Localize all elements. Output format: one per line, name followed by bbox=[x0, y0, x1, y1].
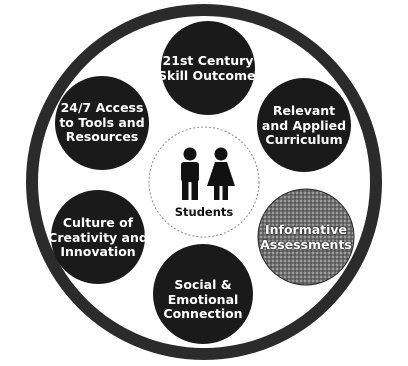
node-circle-social-emotional bbox=[153, 244, 253, 344]
node-label-skill-outcomes: 21st Century Skill Outcomes bbox=[158, 53, 263, 83]
node-circle-culture-creativity bbox=[51, 190, 145, 284]
node-label-line: Assessments bbox=[260, 236, 352, 252]
node-label-line: Informative bbox=[264, 222, 348, 237]
node-label-informative-assessments: Informative Assessments bbox=[256, 222, 356, 252]
node-label-line: Emotional bbox=[167, 291, 239, 307]
center-label: Students bbox=[174, 205, 234, 219]
node-circle-informative-assessments bbox=[257, 188, 355, 286]
node-label-line: Relevant bbox=[272, 103, 336, 118]
node-circle-skill-outcomes bbox=[161, 21, 255, 115]
node-label-line: and Applied bbox=[261, 117, 347, 133]
node-label-social-emotional: Social & Emotional Connection bbox=[153, 277, 253, 322]
node-label-line: Connection bbox=[163, 306, 243, 321]
node-label-line: Resources bbox=[65, 129, 139, 144]
node-label-line: Skill Outcomes bbox=[158, 67, 263, 83]
node-label-culture-creativity: Culture of Creativity and Innovation bbox=[48, 215, 148, 260]
center-circle bbox=[148, 126, 260, 238]
node-label-line: Creativity and bbox=[48, 229, 148, 245]
node-label-line: 21st Century bbox=[162, 53, 254, 68]
node-circle-access-tools bbox=[55, 76, 149, 170]
node-circle-relevant-curriculum bbox=[257, 78, 351, 172]
node-label-access-tools: 24/7 Access to Tools and Resources bbox=[52, 100, 152, 145]
student-male-icon bbox=[181, 147, 199, 200]
node-label-line: Social & bbox=[174, 277, 232, 292]
node-label-line: Innovation bbox=[60, 244, 136, 259]
node-label-line: 24/7 Access bbox=[60, 100, 144, 115]
student-female-icon bbox=[207, 147, 235, 200]
node-label-line: Curriculum bbox=[265, 132, 343, 147]
node-label-line: Culture of bbox=[62, 215, 134, 230]
node-label-line: to Tools and bbox=[59, 114, 145, 130]
node-label-relevant-curriculum: Relevant and Applied Curriculum bbox=[254, 103, 354, 148]
